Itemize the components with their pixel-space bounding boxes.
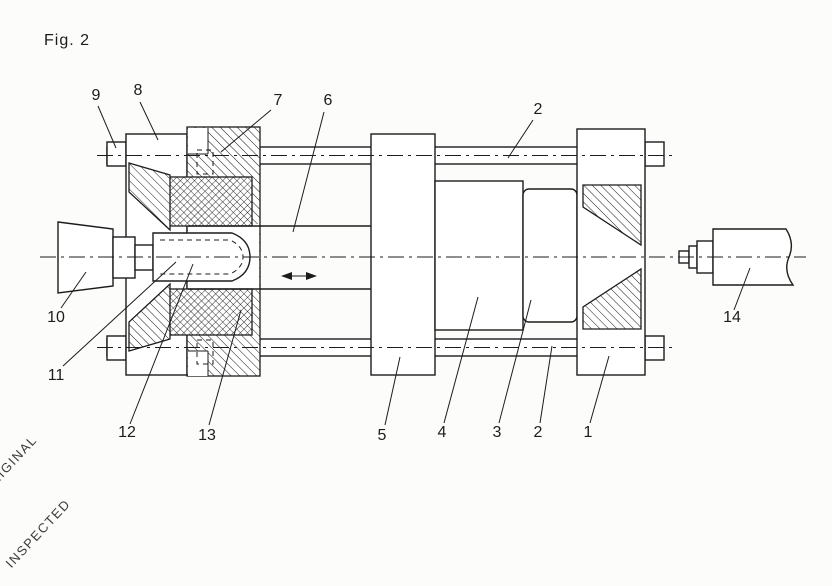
- motion-arrow-head-left: [281, 272, 292, 280]
- part-label-7: 7: [274, 92, 283, 109]
- heater-insert-top: [167, 176, 253, 227]
- motion-double-arrow-icon: [281, 272, 317, 280]
- part-label-2-top: 2: [534, 101, 543, 118]
- motion-arrow-head-right: [306, 272, 317, 280]
- piston-section: [522, 188, 578, 323]
- part-label-11: 11: [48, 367, 65, 384]
- centerlines: [40, 155, 806, 348]
- hidden-bolt-top: [196, 149, 214, 175]
- leader-2-top: [507, 119, 534, 159]
- part-label-1: 1: [584, 424, 593, 441]
- part-label-2-bottom: 2: [534, 424, 543, 441]
- leader-lines: [60, 101, 751, 426]
- leader-1: [589, 355, 610, 424]
- part-label-13: 13: [198, 427, 216, 444]
- clamp-wedges: [128, 162, 171, 352]
- hidden-bolt-bottom: [196, 339, 214, 365]
- output-shaft: [678, 228, 795, 286]
- barrel-bore: [188, 225, 371, 290]
- part-labels: 9 8 7 6 2 10 11 12 13 5 4 3 2 1 14: [47, 82, 741, 444]
- rod-end-top-left: [106, 141, 127, 167]
- leader-9: [97, 105, 117, 149]
- figure-title: Fig. 2: [44, 32, 91, 49]
- part-label-12: 12: [118, 424, 136, 441]
- part-label-10: 10: [47, 309, 65, 326]
- end-plate: [576, 128, 646, 376]
- part-label-3: 3: [493, 424, 502, 441]
- leader-14: [733, 267, 751, 311]
- leader-3: [498, 299, 532, 424]
- leader-6: [292, 111, 325, 233]
- moving-platen: [370, 133, 436, 376]
- part-label-14: 14: [723, 309, 741, 326]
- leader-8: [139, 101, 159, 141]
- leader-10: [60, 271, 87, 309]
- part-label-4: 4: [438, 424, 447, 441]
- part-label-6: 6: [324, 92, 333, 109]
- part-label-9: 9: [92, 87, 101, 104]
- leader-12: [129, 263, 194, 425]
- rod-end-top-right: [644, 141, 665, 167]
- leader-11: [62, 261, 177, 367]
- die-cone-top: [582, 184, 642, 247]
- leader-2-bottom: [539, 345, 553, 424]
- clamp-wedge-bottom: [128, 282, 171, 352]
- leader-13: [208, 309, 242, 426]
- end-plate-body: [576, 128, 646, 376]
- heater-insert-bottom: [167, 288, 253, 336]
- die-cone-bottom: [582, 267, 642, 330]
- mold-notch-top: [188, 128, 208, 154]
- cylinder-assembly: [434, 180, 578, 331]
- leader-7: [220, 109, 272, 153]
- shaft-handle: [57, 221, 114, 294]
- clamp-wedge-top: [128, 162, 171, 232]
- injection-shaft: [57, 221, 251, 294]
- leader-5: [384, 356, 401, 426]
- part-label-5: 5: [378, 427, 387, 444]
- cylinder-section: [434, 180, 524, 331]
- part-label-8: 8: [134, 82, 143, 99]
- leader-4: [443, 296, 479, 424]
